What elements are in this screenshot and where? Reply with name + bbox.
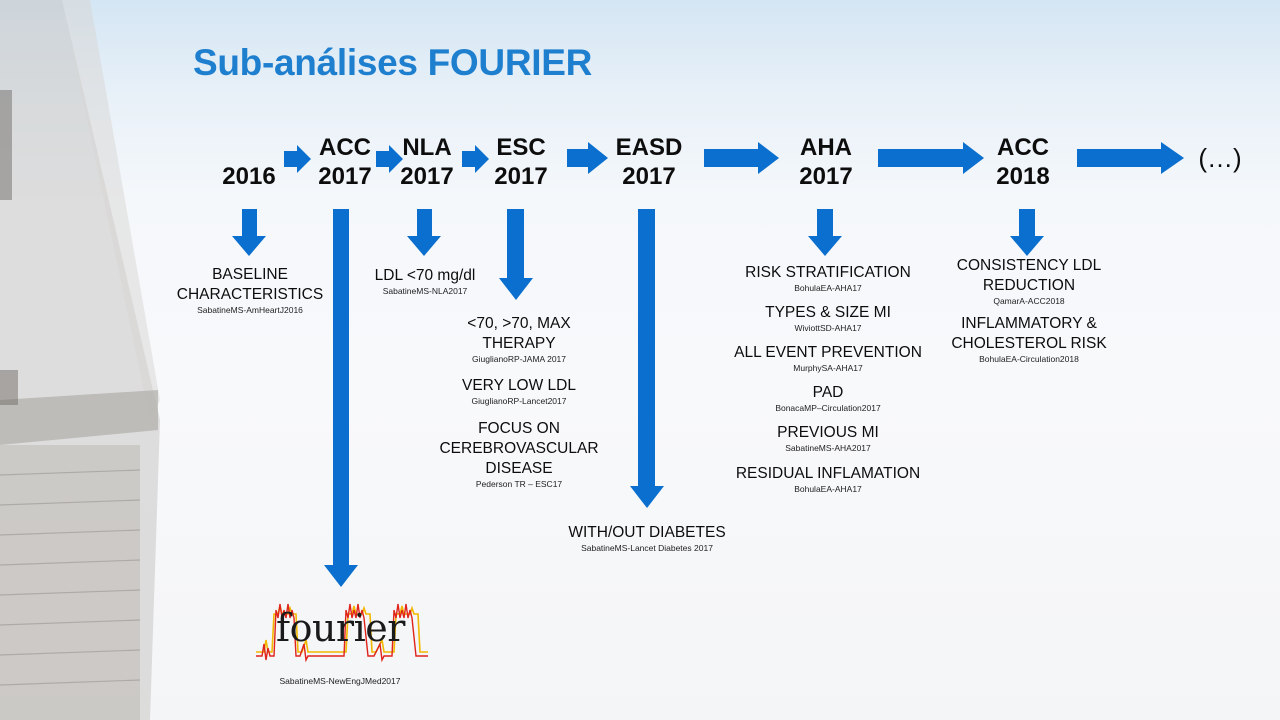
ref-very-low-ldl: GiuglianoRP-Lancet2017 bbox=[471, 396, 567, 406]
ref-nla: SabatineMS-NLA2017 bbox=[382, 286, 468, 296]
timeline-arrow-3 bbox=[462, 145, 489, 173]
item-consistency-ldl: CONSISTENCY LDL REDUCTION QamarA-ACC2018 bbox=[924, 256, 1134, 307]
item-very-low-ldl: VERY LOW LDL GiuglianoRP-Lancet2017 bbox=[424, 376, 614, 407]
timeline-2016: 2016 bbox=[222, 163, 276, 190]
item-pad: PAD BonacaMP–Circulation2017 bbox=[718, 383, 938, 414]
ref-all-event-prevention: MurphySA-AHA17 bbox=[793, 363, 863, 373]
down-arrow-esc bbox=[499, 209, 533, 300]
item-cerebrovascular: FOCUS ON CEREBROVASCULAR DISEASE Pederso… bbox=[414, 419, 624, 490]
ref-risk-stratification: BohulaEA-AHA17 bbox=[794, 283, 862, 293]
ref-inflammatory-cholesterol: BohulaEA-Circulation2018 bbox=[979, 354, 1079, 364]
timeline-ellipsis: (…) bbox=[1198, 143, 1242, 173]
down-arrow-easd bbox=[630, 209, 664, 508]
ref-cerebrovascular: Pederson TR – ESC17 bbox=[475, 479, 563, 489]
down-arrow-2016 bbox=[232, 209, 266, 256]
slide-title: Sub-análises FOURIER bbox=[193, 42, 593, 83]
fourier-logo bbox=[256, 603, 428, 663]
ref-consistency-ldl: QamarA-ACC2018 bbox=[993, 296, 1065, 306]
down-arrow-nla bbox=[407, 209, 441, 256]
item-baseline-characteristics: BASELINE CHARACTERISTICS SabatineMS-AmHe… bbox=[150, 265, 350, 316]
ref-max-therapy: GiuglianoRP-JAMA 2017 bbox=[471, 354, 567, 364]
item-previous-mi: PREVIOUS MI SabatineMS-AHA2017 bbox=[718, 423, 938, 454]
ref-types-size-mi: WiviottSD-AHA17 bbox=[794, 323, 862, 333]
timeline-arrow-6 bbox=[878, 142, 984, 174]
item-all-event-prevention: ALL EVENT PREVENTION MurphySA-AHA17 bbox=[718, 343, 938, 374]
timeline-arrow-2 bbox=[376, 145, 403, 173]
ref-residual-inflamation: BohulaEA-AHA17 bbox=[794, 484, 862, 494]
timeline-arrow-4 bbox=[567, 142, 608, 174]
down-arrow-aha bbox=[808, 209, 842, 256]
ref-diabetes: SabatineMS-Lancet Diabetes 2017 bbox=[581, 543, 713, 553]
item-risk-stratification: RISK STRATIFICATION BohulaEA-AHA17 bbox=[718, 263, 938, 294]
ref-fourier-nejm: SabatineMS-NewEngJMed2017 bbox=[279, 676, 401, 686]
timeline-arrow-7 bbox=[1077, 142, 1184, 174]
down-arrow-acc2017 bbox=[324, 209, 358, 587]
down-arrow-acc2018 bbox=[1010, 209, 1044, 256]
ref-previous-mi: SabatineMS-AHA2017 bbox=[785, 443, 871, 453]
timeline-arrow-5 bbox=[704, 142, 779, 174]
item-max-therapy: <70, >70, MAX THERAPY GiuglianoRP-JAMA 2… bbox=[424, 314, 614, 365]
ref-pad: BonacaMP–Circulation2017 bbox=[775, 403, 881, 413]
item-types-size-mi: TYPES & SIZE MI WiviottSD-AHA17 bbox=[718, 303, 938, 334]
timeline-arrow-1 bbox=[284, 145, 311, 173]
item-without-diabetes: WITH/OUT DIABETES SabatineMS-Lancet Diab… bbox=[547, 523, 747, 554]
item-inflammatory-cholesterol: INFLAMMATORY & CHOLESTEROL RISK BohulaEA… bbox=[924, 314, 1134, 365]
ref-baseline: SabatineMS-AmHeartJ2016 bbox=[197, 305, 303, 315]
fourier-logo-text: fourier bbox=[276, 606, 405, 650]
item-ldl-70: LDL <70 mg/dl SabatineMS-NLA2017 bbox=[350, 266, 500, 297]
item-residual-inflamation: RESIDUAL INFLAMATION BohulaEA-AHA17 bbox=[718, 464, 938, 495]
